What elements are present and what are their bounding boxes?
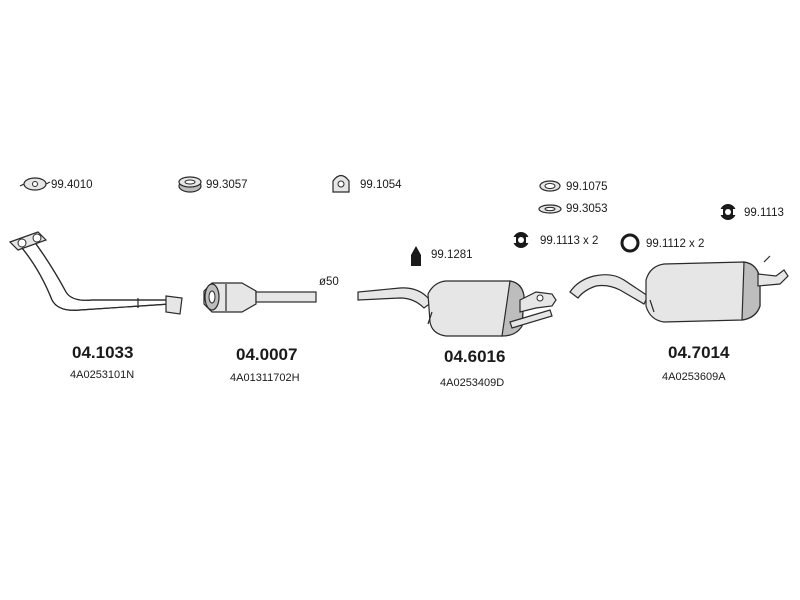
catalytic-converter-drawing (203, 282, 317, 313)
accessory-label-o-ring: 99.1112 x 2 (646, 238, 704, 250)
rear-silencer-drawing (569, 255, 789, 323)
bracket-icon (332, 174, 350, 193)
accessory-label-clamp: 99.4010 (51, 179, 93, 191)
clamp-icon (19, 177, 51, 191)
oem-number-middle-silencer: 4A0253409D (440, 377, 504, 389)
seal-ring-icon (539, 180, 561, 192)
oem-number-rear-silencer: 4A0253609A (662, 371, 726, 383)
o-ring-icon (620, 233, 640, 253)
rubber-block-icon (411, 246, 421, 266)
part-number-middle-silencer: 04.6016 (444, 347, 505, 366)
accessory-label-hanger-b: 99.1113 (744, 207, 784, 219)
gasket-ring-icon (178, 176, 202, 193)
accessory-label-bracket: 99.1054 (360, 179, 402, 191)
front-pipe-drawing (8, 231, 183, 315)
accessory-label-rubber-block: 99.1281 (431, 249, 473, 261)
part-number-front-pipe: 04.1033 (72, 343, 133, 362)
accessory-label-seal-ring: 99.1075 (566, 181, 608, 193)
accessory-label-flat-gasket: 99.3053 (566, 203, 608, 215)
diameter-annotation: ø50 (319, 276, 339, 288)
rubber-hanger-icon (720, 204, 736, 220)
oem-number-front-pipe: 4A0253101N (70, 369, 134, 381)
accessory-label-hanger-a: 99.1113 x 2 (540, 235, 598, 247)
accessory-label-gasket-ring: 99.3057 (206, 179, 248, 191)
oem-number-catalytic-converter: 4A01311702H (230, 372, 300, 384)
part-number-rear-silencer: 04.7014 (668, 343, 730, 362)
flat-gasket-icon (538, 204, 562, 214)
part-number-catalytic-converter: 04.0007 (236, 345, 297, 364)
rubber-hanger-icon (513, 232, 529, 248)
middle-silencer-drawing (357, 280, 557, 337)
